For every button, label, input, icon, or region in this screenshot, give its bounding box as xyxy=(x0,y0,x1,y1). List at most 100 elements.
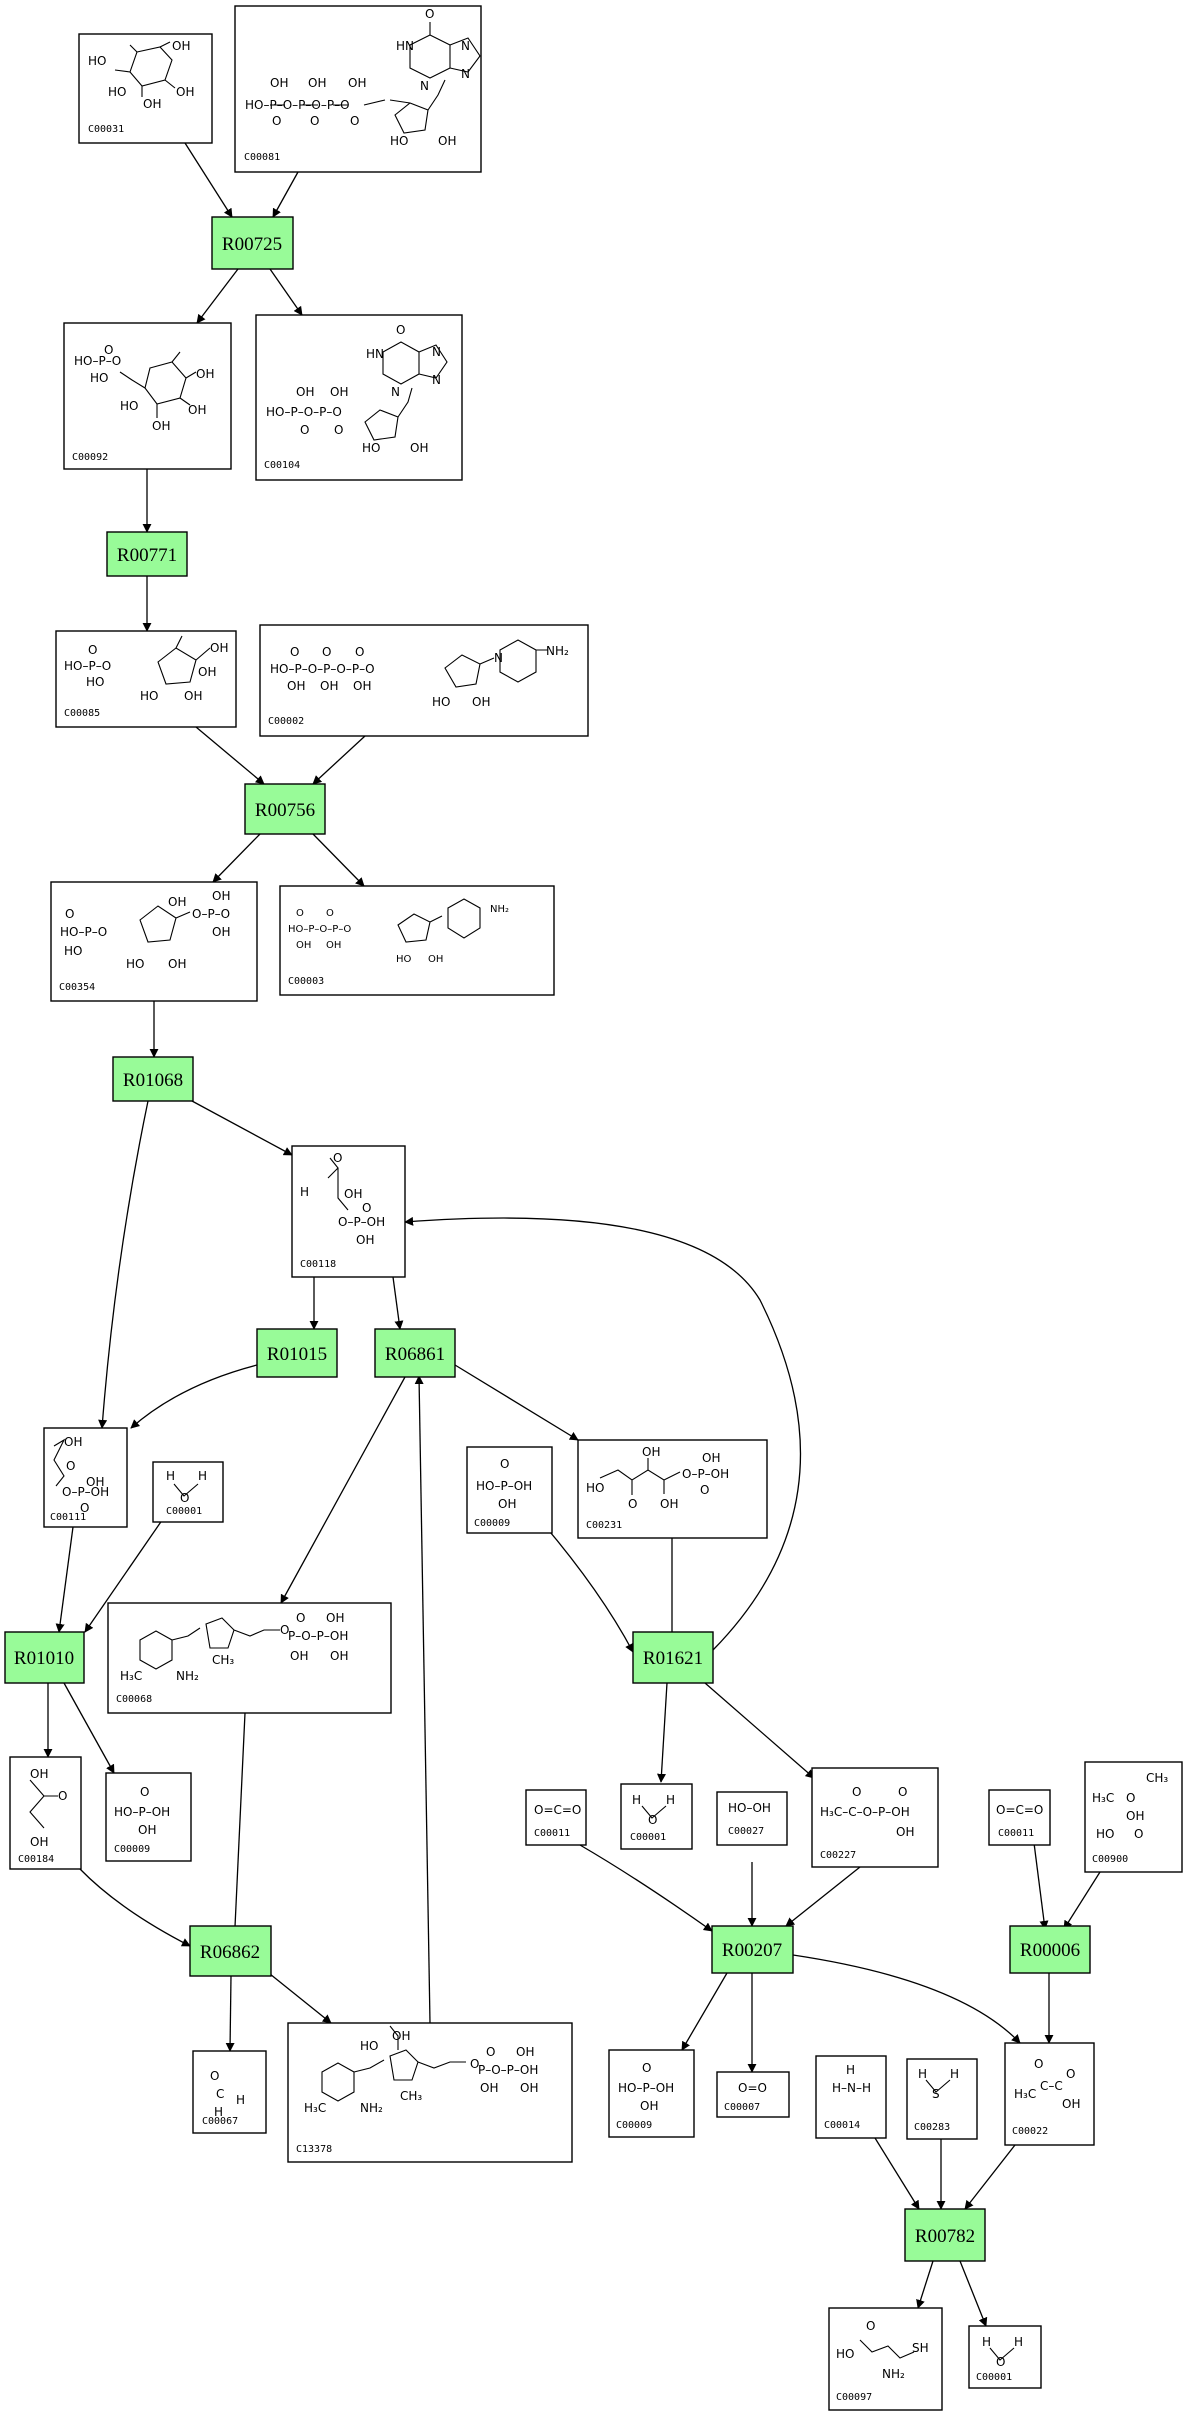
reaction-node[interactable]: R00006 xyxy=(1009,1925,1091,1974)
compound-node[interactable]: O=O C00007 xyxy=(716,2071,790,2118)
compound-label: C00001 xyxy=(630,1832,666,1843)
svg-text:HO: HO xyxy=(90,371,108,385)
svg-text:H: H xyxy=(198,1469,207,1483)
svg-text:O: O xyxy=(280,1623,289,1637)
reaction-label: R00782 xyxy=(915,2226,975,2247)
compound-node[interactable]: HH–N–H C00014 xyxy=(815,2055,887,2139)
svg-text:OH: OH xyxy=(86,1475,104,1489)
reaction-node[interactable]: R00756 xyxy=(244,783,326,835)
compound-label: C00001 xyxy=(166,1506,202,1517)
reaction-node[interactable]: R06862 xyxy=(189,1925,272,1977)
svg-text:O: O xyxy=(1126,1791,1135,1805)
edge xyxy=(312,735,366,785)
svg-text:O: O xyxy=(290,645,299,659)
compound-node[interactable]: OHO–P–OH OH C00009 xyxy=(608,2049,695,2138)
svg-text:O: O xyxy=(642,2061,651,2075)
svg-text:NH₂: NH₂ xyxy=(882,2367,905,2381)
svg-text:O: O xyxy=(866,2319,875,2333)
svg-text:HO: HO xyxy=(126,957,144,971)
svg-text:OH: OH xyxy=(270,76,288,90)
reaction-node[interactable]: R00771 xyxy=(106,531,188,577)
compound-node[interactable]: OHO OH C00184 xyxy=(9,1756,82,1870)
svg-text:OH: OH xyxy=(326,940,341,951)
compound-node[interactable]: HOH C00001 xyxy=(620,1783,693,1850)
svg-text:H: H xyxy=(632,1793,641,1807)
reaction-node[interactable]: R01068 xyxy=(112,1056,194,1102)
svg-text:P–O–P–OH: P–O–P–OH xyxy=(288,1629,348,1643)
edge xyxy=(225,1975,235,2052)
compound-node[interactable]: OH OHO–P–OH OOH C00118 xyxy=(291,1145,406,1278)
svg-text:O: O xyxy=(80,1501,89,1515)
svg-text:HO: HO xyxy=(108,85,126,99)
compound-label: C00011 xyxy=(998,1828,1034,1839)
compound-node[interactable]: HO–OH C00027 xyxy=(716,1791,788,1846)
reaction-node[interactable]: R00725 xyxy=(211,216,294,270)
compound-node[interactable]: HOH C00001 xyxy=(152,1461,224,1523)
compound-node[interactable]: HOH C00001 xyxy=(968,2325,1042,2389)
reaction-label: R01068 xyxy=(123,1070,183,1091)
reaction-node[interactable]: R00207 xyxy=(711,1925,794,1974)
compound-label: C00022 xyxy=(1012,2126,1048,2137)
svg-text:OH: OH xyxy=(438,134,456,148)
svg-text:H₃C: H₃C xyxy=(304,2101,326,2115)
reaction-node[interactable]: R01015 xyxy=(256,1328,338,1378)
structure-drawing: HOH xyxy=(632,1793,675,1827)
svg-text:SH: SH xyxy=(912,2341,929,2355)
svg-text:O: O xyxy=(996,2355,1005,2369)
svg-text:N: N xyxy=(461,39,470,53)
structure-drawing: HOH xyxy=(166,1469,207,1505)
svg-text:HN: HN xyxy=(366,347,384,361)
svg-text:OH: OH xyxy=(176,85,194,99)
svg-text:H₃C: H₃C xyxy=(120,1669,142,1683)
svg-text:O: O xyxy=(334,423,343,437)
edge xyxy=(916,2260,934,2309)
edge xyxy=(785,1866,861,1927)
svg-text:OH: OH xyxy=(296,385,314,399)
svg-text:O–P–OH: O–P–OH xyxy=(338,1215,385,1229)
reaction-node[interactable]: R06861 xyxy=(374,1328,456,1378)
compound-label: C00031 xyxy=(88,124,124,135)
compound-node[interactable]: OHO OHO–P–OH O C00111 xyxy=(43,1427,128,1528)
edge xyxy=(959,2260,988,2327)
reaction-label: R06861 xyxy=(385,1344,445,1365)
reaction-node[interactable]: R01010 xyxy=(4,1631,85,1684)
compound-node[interactable]: OHO–P–OH OH C00009 xyxy=(105,1772,192,1862)
compound-node[interactable]: OC HH C00067 xyxy=(192,2050,267,2134)
reaction-node[interactable]: R00782 xyxy=(904,2208,986,2262)
svg-text:HO–OH: HO–OH xyxy=(728,1801,771,1815)
svg-text:OH: OH xyxy=(152,419,170,433)
reaction-label: R00207 xyxy=(722,1940,782,1961)
compound-node[interactable]: O=C=O C00011 xyxy=(988,1789,1051,1846)
compound-node[interactable]: O=C=O C00011 xyxy=(525,1789,587,1846)
reaction-node[interactable]: R01621 xyxy=(632,1631,714,1684)
compound-label: C00002 xyxy=(268,716,304,727)
svg-text:O: O xyxy=(852,1785,861,1799)
compound-node[interactable]: OHO–P–OH OH C00009 xyxy=(466,1446,553,1534)
svg-text:OH: OH xyxy=(30,1767,48,1781)
svg-text:HO: HO xyxy=(362,441,380,455)
svg-text:O: O xyxy=(88,643,97,657)
compound-node[interactable]: HSH C00283 xyxy=(906,2058,978,2140)
edge xyxy=(681,1972,728,2051)
svg-text:O–P–OH: O–P–OH xyxy=(682,1467,729,1481)
svg-text:HO–P–OH: HO–P–OH xyxy=(618,2081,674,2095)
compound-label: C00014 xyxy=(824,2120,860,2131)
reaction-label: R01010 xyxy=(14,1648,74,1669)
